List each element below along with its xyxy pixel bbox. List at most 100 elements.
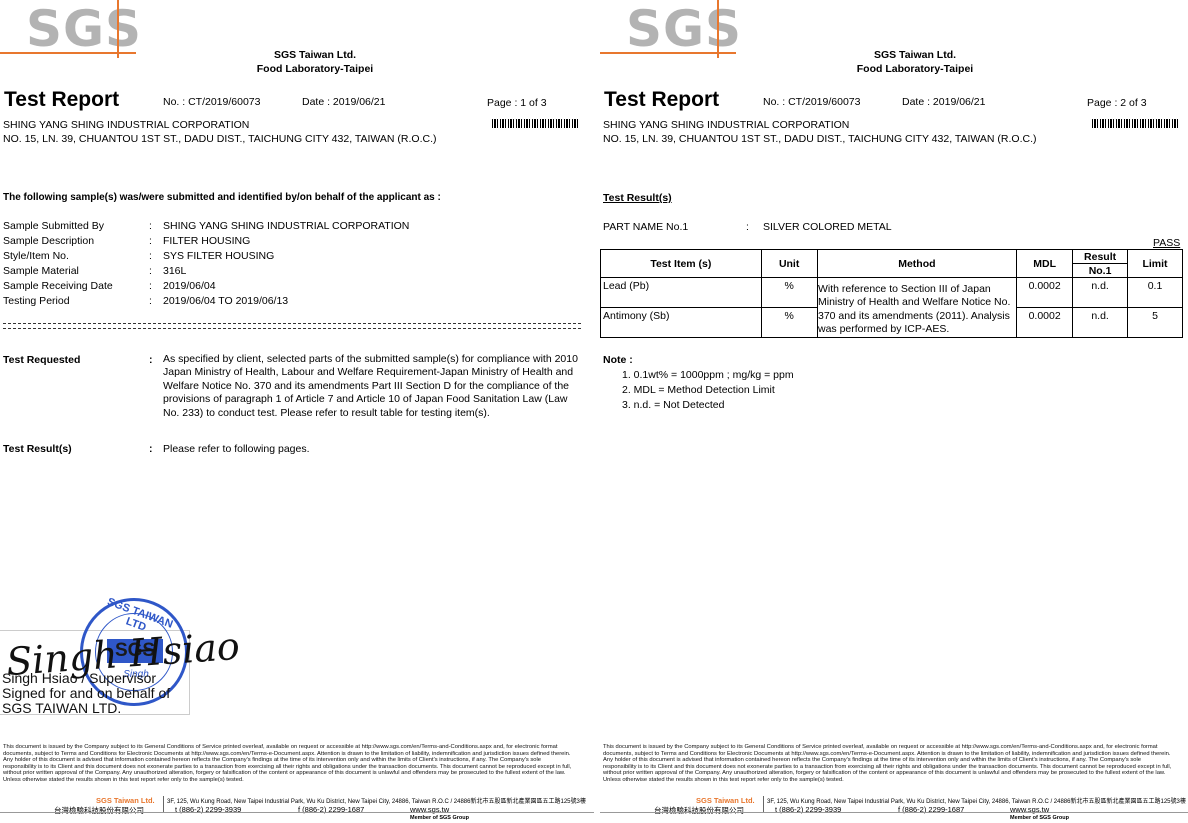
separator-line — [3, 323, 581, 329]
test-requested-text: As specified by client, selected parts o… — [163, 353, 578, 419]
info-value: SHING YANG SHING INDUSTRIAL CORPORATION — [163, 220, 410, 232]
footer-brand: SGS Taiwan Ltd. — [696, 796, 755, 805]
footer-divider — [763, 796, 764, 813]
footer-address: 3F, 125, Wu Kung Road, New Taipei Indust… — [167, 799, 586, 805]
client-name: SHING YANG SHING INDUSTRIAL CORPORATION — [603, 119, 850, 131]
footer-brand-chinese: 台灣檢驗科技股份有限公司 — [654, 806, 744, 815]
info-colon: : — [149, 265, 152, 277]
disclaimer-text: This document is issued by the Company s… — [3, 744, 572, 783]
info-label: Sample Description — [3, 235, 95, 247]
note-item: 3. n.d. = Not Detected — [622, 399, 725, 411]
client-address: NO. 15, LN. 39, CHUANTOU 1ST ST., DADU D… — [3, 132, 437, 145]
footer-member: Member of SGS Group — [1010, 815, 1069, 821]
footer-brand-chinese: 台灣檢驗科技股份有限公司 — [54, 806, 144, 815]
footer-brand: SGS Taiwan Ltd. — [96, 796, 155, 805]
report-title: Test Report — [4, 88, 120, 111]
logo-accent-vertical — [717, 0, 719, 58]
info-colon: : — [149, 235, 152, 247]
footer-rule — [0, 812, 594, 813]
company-header: SGS Taiwan Ltd. Food Laboratory-Taipei — [790, 48, 1040, 76]
footer-phone: t (886-2) 2299-3939 — [175, 805, 242, 814]
header-result-no: No.1 — [1072, 263, 1129, 278]
test-requested-label: Test Requested — [3, 354, 81, 366]
report-number: No. : CT/2019/60073 — [163, 96, 261, 108]
header-unit: Unit — [760, 249, 818, 278]
report-page-2: SGS SGS Taiwan Ltd. Food Laboratory-Taip… — [600, 0, 1188, 823]
info-colon: : — [149, 295, 152, 307]
report-page-1: SGS SGS Taiwan Ltd. Food Laboratory-Taip… — [0, 0, 594, 821]
company-header: SGS Taiwan Ltd. Food Laboratory-Taipei — [190, 48, 440, 76]
part-name-colon: : — [746, 221, 749, 233]
lab-name: Food Laboratory-Taipei — [856, 63, 974, 75]
footer-fax: f (886-2) 2299-1687 — [298, 805, 365, 814]
stamp-signature: Singh — [123, 669, 149, 680]
info-colon: : — [149, 250, 152, 262]
test-result-text: Please refer to following pages. — [163, 443, 310, 455]
info-value: SYS FILTER HOUSING — [163, 250, 275, 262]
cell-test-item: Antimony (Sb) — [600, 307, 762, 338]
stamp-center-text: SGS — [107, 639, 163, 663]
test-requested-colon: : — [149, 354, 153, 366]
report-date: Date : 2019/06/21 — [302, 96, 386, 108]
barcode — [492, 119, 580, 128]
page-number: Page : 1 of 3 — [487, 97, 547, 109]
logo-accent-horizontal — [0, 52, 136, 54]
cell-result: n.d. — [1072, 307, 1129, 338]
header-limit: Limit — [1127, 249, 1183, 278]
part-name-value: SILVER COLORED METAL — [763, 221, 892, 233]
test-results-title: Test Result(s) — [603, 192, 672, 204]
info-value: 2019/06/04 TO 2019/06/13 — [163, 295, 289, 307]
info-colon: : — [149, 280, 152, 292]
cell-unit: % — [760, 307, 818, 338]
info-label: Sample Receiving Date — [3, 280, 113, 292]
part-name-label: PART NAME No.1 — [603, 221, 689, 233]
info-label: Testing Period — [3, 295, 70, 307]
test-result-colon: : — [149, 443, 153, 455]
cell-limit: 0.1 — [1127, 277, 1183, 308]
signatory-company: SGS TAIWAN LTD. — [2, 700, 122, 716]
cell-mdl: 0.0002 — [1016, 277, 1074, 308]
table-row: Lead (Pb) % 0.0002 n.d. 0.1 — [600, 277, 1183, 338]
notes-title: Note : — [603, 354, 633, 366]
table-header-row: Test Item (s) Unit Method MDL Result Lim… — [600, 249, 1183, 278]
signatory-name: Singh Hsiao / Supervisor — [2, 670, 157, 686]
info-label: Style/Item No. — [3, 250, 69, 262]
info-value: FILTER HOUSING — [163, 235, 251, 247]
footer-member: Member of SGS Group — [410, 815, 469, 821]
sgs-logo: SGS — [26, 0, 143, 58]
cell-test-item: Lead (Pb) — [600, 277, 762, 308]
signatory-role: Signed for and on behalf of — [2, 685, 171, 701]
footer-address: 3F, 125, Wu Kung Road, New Taipei Indust… — [767, 799, 1186, 805]
footer-fax: f (886-2) 2299-1687 — [898, 805, 965, 814]
note-item: 1. 0.1wt% = 1000ppm ; mg/kg = ppm — [622, 369, 794, 381]
client-name: SHING YANG SHING INDUSTRIAL CORPORATION — [3, 119, 250, 131]
note-item: 2. MDL = Method Detection Limit — [622, 384, 775, 396]
report-title: Test Report — [604, 88, 720, 111]
intro-text: The following sample(s) was/were submitt… — [3, 192, 441, 203]
test-result-label: Test Result(s) — [3, 443, 72, 455]
company-name: SGS Taiwan Ltd. — [273, 49, 357, 61]
client-block: SHING YANG SHING INDUSTRIAL CORPORATION … — [3, 119, 437, 146]
report-date: Date : 2019/06/21 — [902, 96, 986, 108]
pass-verdict: PASS — [1153, 237, 1181, 249]
footer-rule — [600, 812, 1188, 813]
cell-method — [816, 277, 1018, 338]
disclaimer-text: This document is issued by the Company s… — [603, 744, 1172, 783]
method-description: With reference to Section III of Japan M… — [818, 283, 1011, 336]
info-value: 2019/06/04 — [163, 280, 216, 292]
table-row: Antimony (Sb) % 0.0002 n.d. 5 — [600, 307, 1183, 338]
client-address: NO. 15, LN. 39, CHUANTOU 1ST ST., DADU D… — [603, 132, 1037, 145]
info-label: Sample Submitted By — [3, 220, 104, 232]
info-label: Sample Material — [3, 265, 79, 277]
logo-accent-horizontal — [600, 52, 736, 54]
lab-name: Food Laboratory-Taipei — [256, 63, 374, 75]
company-name: SGS Taiwan Ltd. — [873, 49, 957, 61]
stamp-inner-ring — [95, 613, 173, 691]
header-test-item: Test Item (s) — [600, 249, 762, 278]
page-number: Page : 2 of 3 — [1087, 97, 1147, 109]
sgs-stamp: SGS TAIWAN LTD SGS Singh — [80, 596, 188, 706]
footer-phone: t (886-2) 2299-3939 — [775, 805, 842, 814]
sgs-logo: SGS — [626, 0, 743, 58]
info-colon: : — [149, 220, 152, 232]
header-result: Result — [1072, 249, 1129, 264]
